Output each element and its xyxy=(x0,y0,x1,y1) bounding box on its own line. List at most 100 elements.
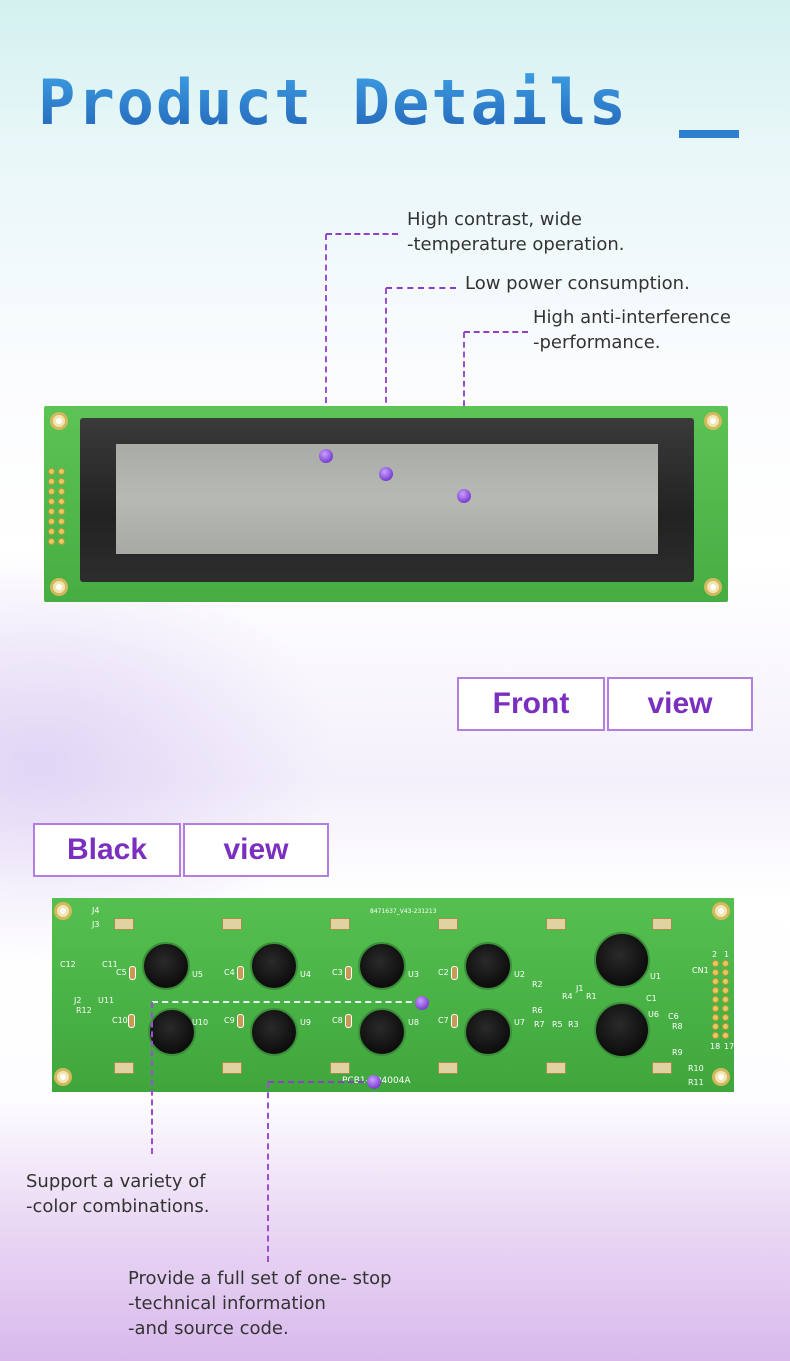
lcd-front-pcb xyxy=(44,406,728,602)
pad xyxy=(652,1062,672,1074)
silk-label: J2 xyxy=(74,996,82,1005)
chip-label: U8 xyxy=(408,1018,419,1027)
chip-blob xyxy=(250,942,298,990)
capacitor xyxy=(345,966,352,980)
cap-label: C4 xyxy=(224,968,235,977)
feature-note-support: Provide a full set of one- stop -technic… xyxy=(128,1268,392,1339)
chip-blob xyxy=(464,942,512,990)
pad xyxy=(438,1062,458,1074)
silk-label: R5 xyxy=(552,1020,563,1029)
silk-label: 18 xyxy=(710,1042,721,1051)
silk-label: J4 xyxy=(92,906,100,915)
capacitor xyxy=(237,966,244,980)
chip-label: U3 xyxy=(408,970,419,979)
silk-label: R2 xyxy=(532,980,543,989)
cap-label: C9 xyxy=(224,1016,235,1025)
callout-line xyxy=(326,233,398,235)
callout-line xyxy=(151,1002,153,1154)
silk-label: 17 xyxy=(724,1042,735,1051)
mount-hole xyxy=(704,578,722,596)
silk-label: 2 xyxy=(712,950,718,959)
chip-blob xyxy=(358,1008,406,1056)
mount-hole xyxy=(54,902,72,920)
chip-blob xyxy=(142,942,190,990)
pad xyxy=(330,918,350,930)
chip-label: U7 xyxy=(514,1018,525,1027)
mount-hole xyxy=(712,1068,730,1086)
chip-blob xyxy=(464,1008,512,1056)
capacitor xyxy=(237,1014,244,1028)
chip-label: U9 xyxy=(300,1018,311,1027)
capacitor xyxy=(128,1014,135,1028)
callout-dot xyxy=(319,449,333,463)
silk-label: R3 xyxy=(568,1020,579,1029)
silk-label: R10 xyxy=(688,1064,704,1073)
callout-line xyxy=(385,288,387,472)
cap-label: C5 xyxy=(116,968,127,977)
capacitor xyxy=(451,966,458,980)
chip-label: U2 xyxy=(514,970,525,979)
chip-label: U10 xyxy=(192,1018,209,1027)
silk-label: C1 xyxy=(646,994,657,1003)
cap-label: C3 xyxy=(332,968,343,977)
cap-label: C8 xyxy=(332,1016,343,1025)
chip-label: U4 xyxy=(300,970,311,979)
pad xyxy=(222,918,242,930)
callout-line xyxy=(268,1081,374,1083)
silk-label: J3 xyxy=(92,920,100,929)
pad xyxy=(546,918,566,930)
capacitor xyxy=(345,1014,352,1028)
silk-label: C12 xyxy=(60,960,76,969)
silk-label: R4 xyxy=(562,992,573,1001)
silk-label: 1 xyxy=(724,950,730,959)
front-view-label: Front view xyxy=(457,677,753,731)
back-view-label: Black view xyxy=(33,823,329,877)
pad xyxy=(652,918,672,930)
title-underline xyxy=(679,130,739,138)
silk-label: R12 xyxy=(76,1006,92,1015)
feature-note-colors: Support a variety of -color combinations… xyxy=(26,1171,210,1217)
silk-label: R9 xyxy=(672,1048,683,1057)
cap-label: C2 xyxy=(438,968,449,977)
silk-label: C11 xyxy=(102,960,118,969)
feature-note-power: Low power consumption. xyxy=(465,273,690,294)
silk-label: C6 xyxy=(668,1012,679,1021)
silk-label: CN1 xyxy=(692,966,709,975)
lcd-bezel xyxy=(80,418,694,582)
feature-note-interference: High anti-interference -performance. xyxy=(533,307,731,353)
cap-label: C7 xyxy=(438,1016,449,1025)
pad xyxy=(438,918,458,930)
chip-label: U1 xyxy=(650,972,661,981)
board-id-text: 8471637_V43-231213 xyxy=(370,908,437,915)
chip-blob xyxy=(148,1008,196,1056)
chip-blob xyxy=(594,1002,650,1058)
callout-line xyxy=(464,331,528,333)
cap-label: C10 xyxy=(112,1016,128,1025)
chip-blob xyxy=(358,942,406,990)
chip-blob xyxy=(250,1008,298,1056)
pad xyxy=(114,918,134,930)
lcd-glass xyxy=(116,444,658,554)
label-word: view xyxy=(183,823,329,877)
label-word: Front xyxy=(457,677,605,731)
silk-label: J1 xyxy=(576,984,584,993)
chip-blob xyxy=(594,932,650,988)
mount-hole xyxy=(712,902,730,920)
connector-cn1 xyxy=(712,960,730,1040)
silk-label: R7 xyxy=(534,1020,545,1029)
chip-label: U6 xyxy=(648,1010,659,1019)
callout-dot xyxy=(415,996,429,1010)
callout-dot xyxy=(457,489,471,503)
capacitor xyxy=(129,966,136,980)
callout-line xyxy=(386,287,456,289)
mount-hole xyxy=(50,412,68,430)
header-pins xyxy=(48,468,68,552)
mount-hole xyxy=(54,1068,72,1086)
chip-label: U5 xyxy=(192,970,203,979)
callout-dot xyxy=(367,1075,381,1089)
silk-label: R6 xyxy=(532,1006,543,1015)
callout-dot xyxy=(379,467,393,481)
pad xyxy=(114,1062,134,1074)
lcd-back-pcb: 8471637_V43-231213 U5 U4 U3 U2 U1 U10 U9… xyxy=(52,898,734,1092)
silk-label: U11 xyxy=(98,996,115,1005)
